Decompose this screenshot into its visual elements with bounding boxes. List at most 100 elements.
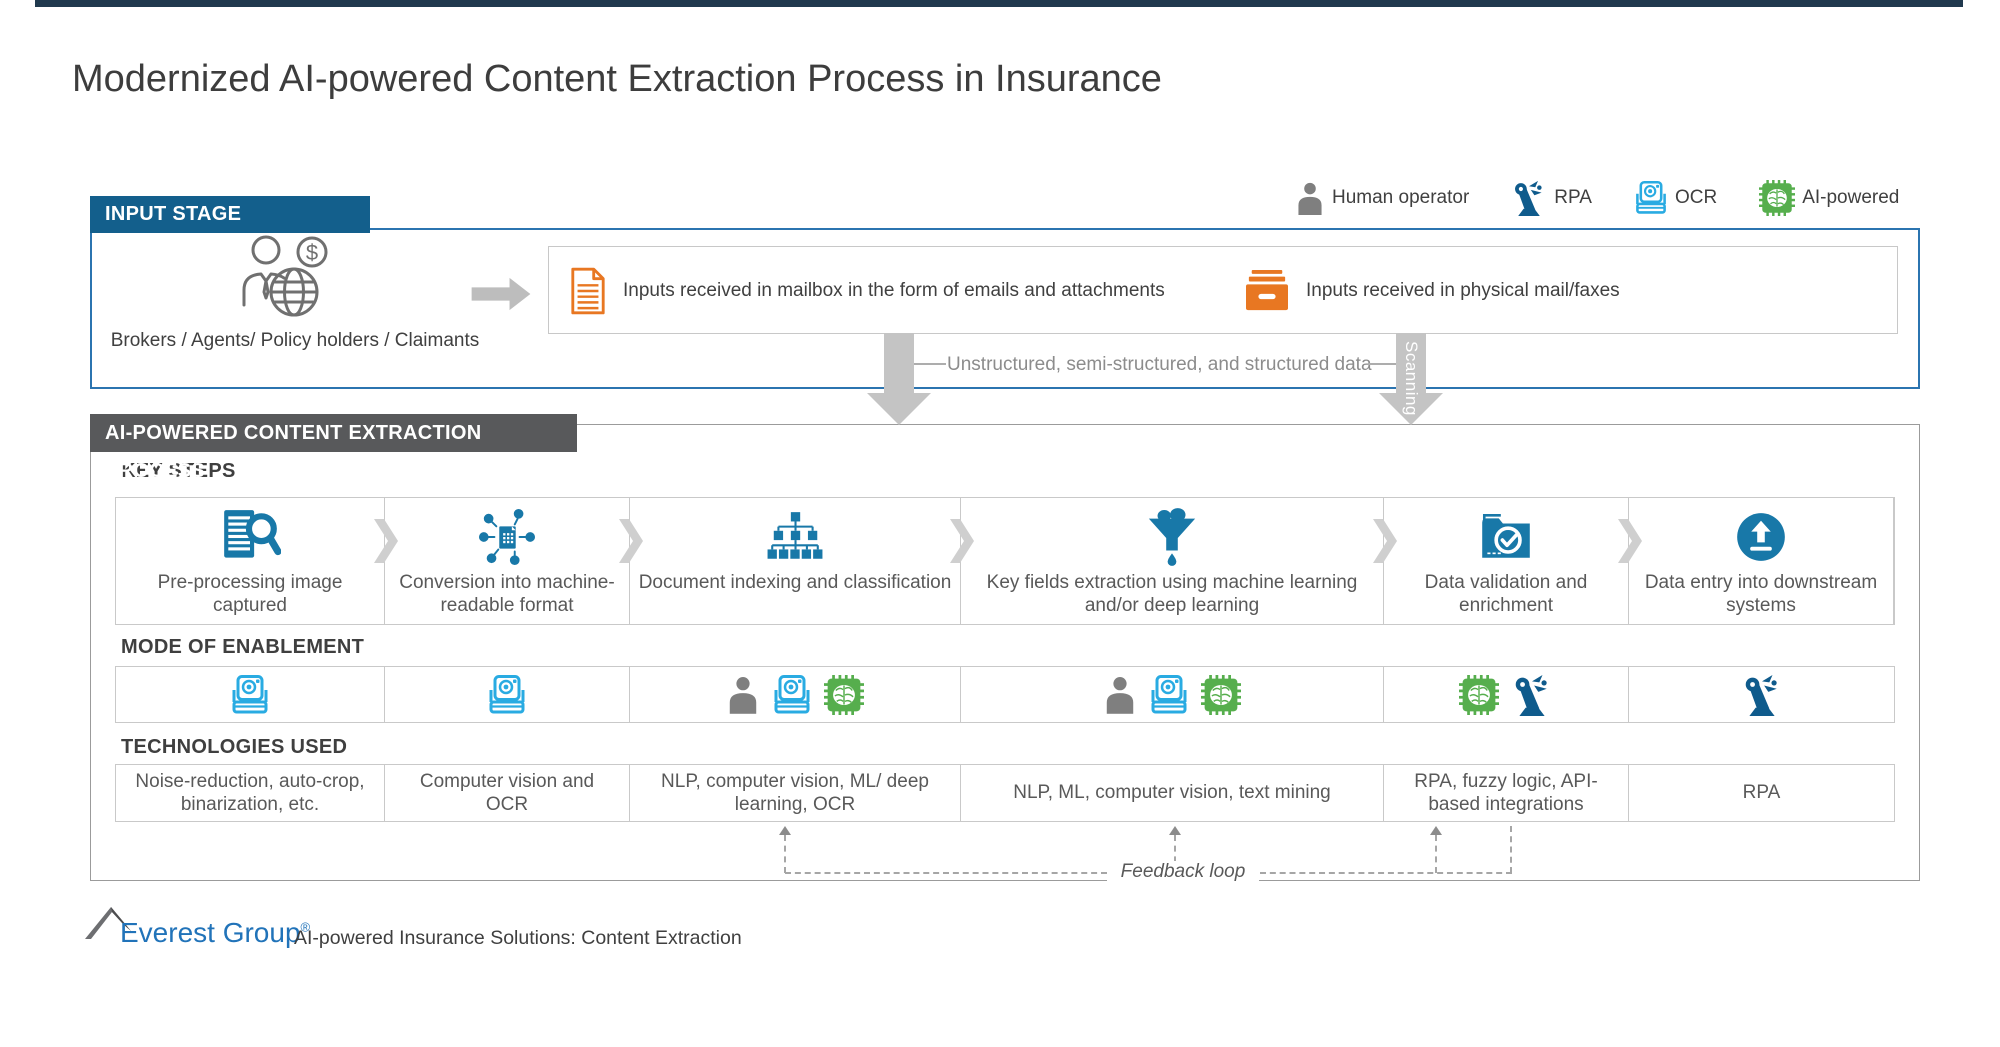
feedback-line bbox=[1435, 835, 1437, 873]
tech-cell-5: RPA, fuzzy logic, API-based integrations bbox=[1384, 765, 1629, 821]
mode-cell-3 bbox=[630, 667, 961, 722]
data-flow-down-arrow bbox=[867, 333, 931, 425]
feedback-line bbox=[784, 835, 786, 873]
brokers-agents-icon: $ bbox=[242, 235, 328, 317]
ocr-icon bbox=[772, 675, 812, 715]
feedback-line bbox=[1174, 835, 1176, 873]
data-entry-icon bbox=[1735, 502, 1787, 572]
feedback-line bbox=[1510, 826, 1512, 873]
rpa-icon bbox=[1511, 674, 1553, 716]
tech-cell-2: Computer vision and OCR bbox=[385, 765, 630, 821]
feedback-arrowhead bbox=[1169, 826, 1181, 835]
chevron-right-icon bbox=[948, 518, 974, 564]
step-label: Data validation and enrichment bbox=[1424, 572, 1588, 616]
input-item-physical-mail: Inputs received in physical mail/faxes bbox=[1244, 247, 1620, 335]
input-stage-section bbox=[90, 228, 1920, 389]
legend-label: AI-powered bbox=[1802, 187, 1900, 208]
input-item-label: Inputs received in mailbox in the form o… bbox=[623, 280, 1165, 301]
legend-label: OCR bbox=[1674, 187, 1718, 208]
rpa-icon bbox=[1741, 674, 1783, 716]
input-stage-header: INPUT STAGE bbox=[90, 196, 370, 233]
technologies-used-label: TECHNOLOGIES USED bbox=[121, 736, 348, 758]
feedback-line bbox=[785, 872, 1107, 874]
mail-tray-icon bbox=[1246, 270, 1288, 311]
ocr-icon bbox=[1149, 675, 1189, 715]
mode-cell-1 bbox=[116, 667, 385, 722]
flow-connector-left bbox=[910, 363, 946, 365]
top-accent-bar bbox=[35, 0, 1963, 7]
step-cell-validation: Data validation and enrichment bbox=[1384, 498, 1629, 624]
ai-powered-icon bbox=[1201, 675, 1241, 715]
input-item-email: Inputs received in mailbox in the form o… bbox=[569, 247, 1165, 335]
key-steps-table: Pre-processing image captured bbox=[115, 497, 1895, 625]
key-steps-label: KEY STEPS bbox=[121, 460, 236, 483]
preprocessing-image-icon bbox=[219, 502, 281, 572]
legend-label: RPA bbox=[1554, 187, 1592, 208]
feedback-arrowhead bbox=[779, 826, 791, 835]
step-label: Conversion into machine-readable format bbox=[399, 572, 615, 616]
feedback-loop-label: Feedback loop bbox=[1107, 861, 1259, 883]
ocr-icon bbox=[1634, 181, 1668, 215]
mode-of-enablement-table bbox=[115, 666, 1895, 723]
flow-right-arrow bbox=[471, 277, 531, 311]
chevron-right-icon bbox=[1616, 518, 1642, 564]
flow-label: Unstructured, semi-structured, and struc… bbox=[947, 354, 1372, 375]
key-fields-extraction-icon bbox=[1145, 502, 1199, 572]
step-cell-key-fields: Key fields extraction using machine lear… bbox=[961, 498, 1384, 624]
step-cell-conversion: Conversion into machine-readable format bbox=[385, 498, 630, 624]
chevron-right-icon bbox=[372, 518, 398, 564]
ocr-icon bbox=[487, 675, 527, 715]
mode-cell-5 bbox=[1384, 667, 1629, 722]
chevron-right-icon bbox=[617, 518, 643, 564]
everest-group-logo-icon bbox=[85, 907, 131, 939]
flow-connector-right bbox=[1368, 363, 1397, 365]
step-cell-data-entry: Data entry into downstream systems bbox=[1629, 498, 1894, 624]
source-label: Brokers / Agents/ Policy holders / Claim… bbox=[110, 330, 480, 351]
data-validation-icon bbox=[1476, 502, 1536, 572]
mode-of-enablement-label: MODE OF ENABLEMENT bbox=[121, 636, 365, 658]
footer-caption: AI-powered Insurance Solutions: Content … bbox=[294, 927, 742, 949]
ai-powered-icon bbox=[1759, 180, 1795, 216]
step-label: Data entry into downstream systems bbox=[1644, 572, 1878, 616]
feedback-arrowhead bbox=[1430, 826, 1442, 835]
ai-powered-icon bbox=[824, 675, 864, 715]
tech-cell-6: RPA bbox=[1742, 782, 1781, 804]
scanning-down-arrow bbox=[1379, 333, 1443, 425]
rpa-icon bbox=[1511, 180, 1547, 216]
mode-cell-6 bbox=[1629, 667, 1894, 722]
human-operator-icon bbox=[1103, 676, 1137, 714]
machine-readable-conversion-icon bbox=[478, 502, 536, 572]
process-header: AI-POWERED CONTENT EXTRACTION PROCESS bbox=[90, 414, 577, 482]
legend-item-ai-powered: AI-powered bbox=[1759, 180, 1899, 216]
tech-cell-3: NLP, computer vision, ML/ deep learning,… bbox=[630, 765, 961, 821]
ocr-icon bbox=[230, 675, 270, 715]
human-operator-icon bbox=[726, 676, 760, 714]
everest-group-wordmark: Everest Group® bbox=[120, 917, 311, 948]
page-title: Modernized AI-powered Content Extraction… bbox=[72, 58, 1162, 100]
inputs-box: Inputs received in mailbox in the form o… bbox=[548, 246, 1898, 334]
document-indexing-icon bbox=[766, 502, 824, 572]
step-cell-preprocessing: Pre-processing image captured bbox=[116, 498, 385, 624]
input-item-label: Inputs received in physical mail/faxes bbox=[1306, 280, 1620, 301]
tech-cell-4: NLP, ML, computer vision, text mining bbox=[961, 765, 1384, 821]
step-cell-indexing: Document indexing and classification bbox=[630, 498, 961, 624]
legend-item-ocr: OCR bbox=[1634, 181, 1717, 215]
feedback-line bbox=[1260, 872, 1512, 874]
svg-text:$: $ bbox=[306, 240, 318, 265]
legend-item-rpa: RPA bbox=[1511, 180, 1592, 216]
technologies-table: Noise-reduction, auto-crop, binarization… bbox=[115, 764, 1895, 822]
step-label: Document indexing and classification bbox=[638, 572, 952, 593]
step-label: Key fields extraction using machine lear… bbox=[986, 572, 1358, 616]
scanning-label: Scanning bbox=[1402, 341, 1421, 416]
registered-mark: ® bbox=[300, 919, 311, 935]
tech-cell-1: Noise-reduction, auto-crop, binarization… bbox=[116, 765, 385, 821]
step-label: Pre-processing image captured bbox=[157, 572, 343, 616]
legend-item-human-operator: Human operator bbox=[1295, 182, 1469, 215]
legend-label: Human operator bbox=[1332, 187, 1470, 208]
ai-powered-icon bbox=[1459, 675, 1499, 715]
email-document-icon bbox=[571, 267, 605, 315]
mode-cell-2 bbox=[385, 667, 630, 722]
human-operator-icon bbox=[1295, 182, 1325, 215]
legend: Human operator RPA OCR AI-powered bbox=[1295, 174, 1899, 222]
